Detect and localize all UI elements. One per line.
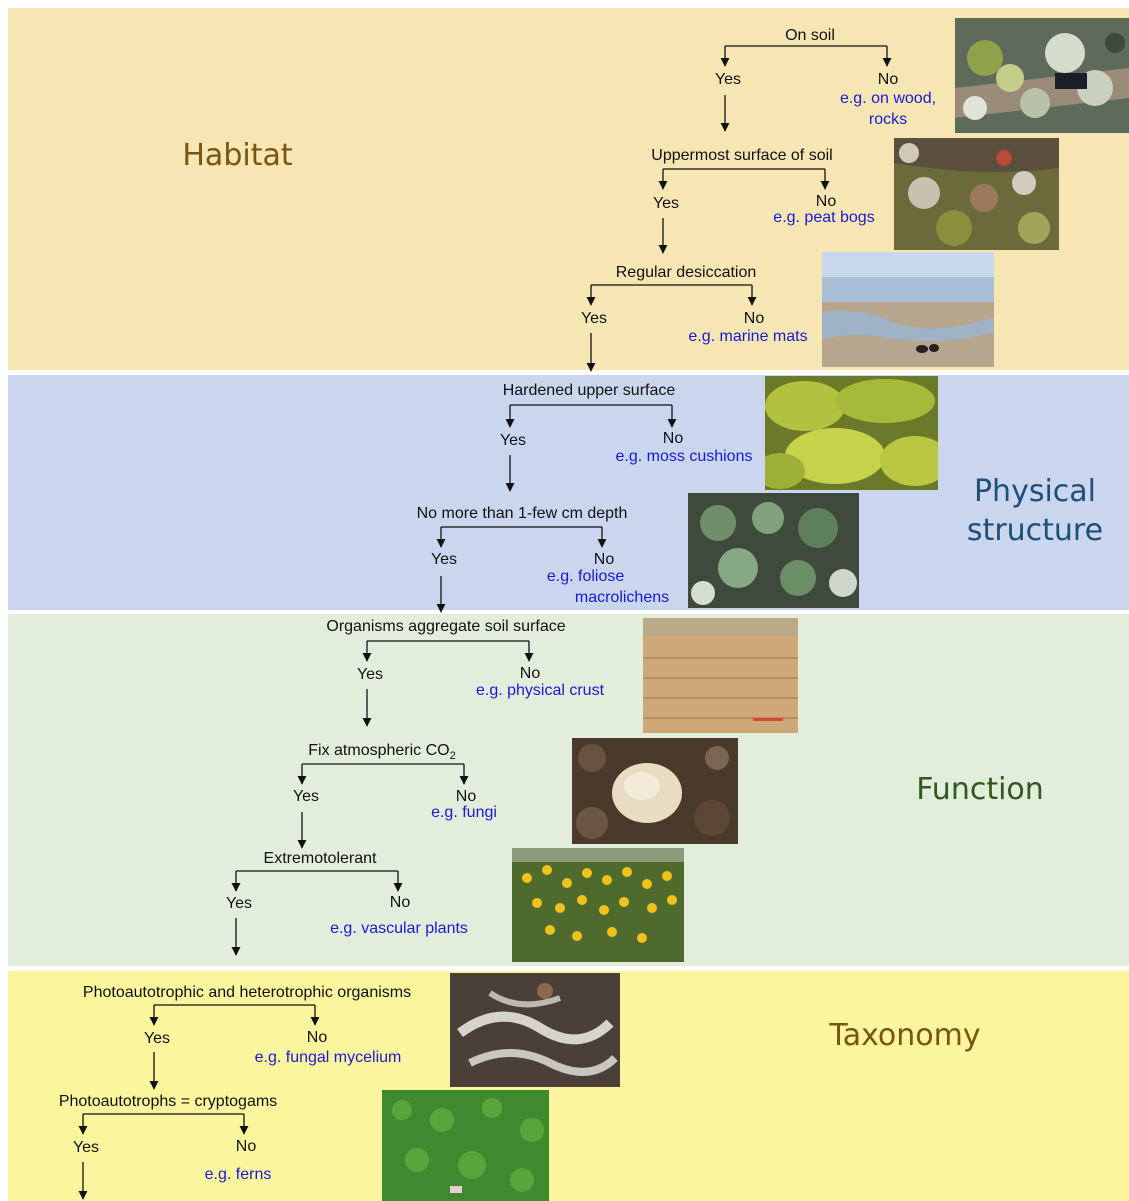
answer-no-on-soil: No (877, 71, 899, 88)
example-hardened-surface: e.g. moss cushions (616, 447, 753, 468)
answer-no-extremotolerant: No (389, 894, 411, 911)
section-label-function: Function (916, 772, 1044, 807)
photo-puffball-fungus (572, 738, 738, 844)
photo-peat-bog (894, 138, 1059, 250)
question-text: Fix atmospheric CO (308, 742, 450, 759)
example-line: e.g. ferns (204, 1166, 272, 1183)
answer-no-hardened-surface: No (662, 430, 684, 447)
question-extremotolerant: Extremotolerant (263, 850, 377, 867)
question-hardened-surface: Hardened upper surface (502, 382, 676, 399)
physical-structure-band (8, 375, 1129, 610)
answer-yes-hardened-surface: Yes (499, 432, 527, 449)
example-line: e.g. fungi (431, 804, 497, 821)
example-cryptogams: e.g. ferns (205, 1165, 272, 1186)
answer-no-fix-co2: No (455, 788, 477, 805)
example-line: e.g. peat bogs (773, 209, 875, 226)
example-aggregate: e.g. physical crust (476, 681, 604, 702)
example-line: rocks (868, 110, 908, 128)
section-label-physical-line2: structure (966, 513, 1104, 548)
question-uppermost-surface: Uppermost surface of soil (651, 147, 833, 164)
photo-lichen-on-wood (955, 18, 1129, 133)
question-aggregate: Organisms aggregate soil surface (326, 618, 566, 635)
answer-yes-aggregate: Yes (356, 666, 384, 683)
question-cryptogams: Photoautotrophs = cryptogams (58, 1093, 278, 1110)
photo-moss-cushion (765, 376, 938, 490)
answer-yes-cryptogams: Yes (72, 1139, 100, 1156)
section-label-physical-structure: Physical structure (940, 472, 1129, 550)
section-label-taxonomy: Taxonomy (829, 1018, 981, 1053)
example-line: macrolichens (574, 588, 670, 606)
example-line: e.g. vascular plants (330, 920, 468, 937)
example-line: e.g. moss cushions (615, 448, 753, 465)
example-depth: e.g. foliose macrolichens (547, 567, 669, 609)
answer-no-photo-hetero: No (306, 1029, 328, 1046)
example-line: e.g. fungal mycelium (254, 1049, 402, 1066)
question-depth: No more than 1-few cm depth (416, 505, 628, 522)
answer-no-aggregate: No (519, 665, 541, 682)
answer-no-cryptogams: No (235, 1138, 257, 1155)
example-line: e.g. marine mats (688, 328, 808, 345)
example-uppermost-surface: e.g. peat bogs (773, 208, 874, 229)
question-on-soil: On soil (785, 27, 835, 44)
photo-marine-mat (822, 252, 994, 367)
answer-yes-fix-co2: Yes (292, 788, 320, 805)
section-label-physical-line1: Physical (973, 474, 1097, 509)
example-regular-desiccation: e.g. marine mats (688, 327, 807, 348)
example-fix-co2: e.g. fungi (431, 803, 497, 824)
example-extremotolerant: e.g. vascular plants (330, 919, 468, 940)
photo-yellow-flowers (512, 848, 684, 962)
photo-foliose-lichen (688, 493, 859, 608)
question-regular-desiccation: Regular desiccation (615, 264, 757, 281)
example-on-soil: e.g. on wood, rocks (840, 89, 936, 131)
answer-yes-regular-desiccation: Yes (580, 310, 608, 327)
answer-no-uppermost-surface: No (815, 193, 837, 210)
example-line: e.g. foliose (546, 568, 625, 585)
subscript-2: 2 (449, 750, 456, 763)
answer-no-depth: No (593, 551, 615, 568)
photo-green-ground-cover (382, 1090, 549, 1201)
answer-yes-photo-hetero: Yes (143, 1030, 171, 1047)
question-fix-co2: Fix atmospheric CO2 (308, 742, 456, 762)
example-line: e.g. on wood, (839, 90, 937, 107)
answer-no-regular-desiccation: No (743, 310, 765, 327)
photo-fungal-mycelium (450, 973, 620, 1087)
example-photo-hetero: e.g. fungal mycelium (255, 1048, 402, 1069)
answer-yes-uppermost-surface: Yes (652, 195, 680, 212)
photo-physical-crust (643, 618, 798, 733)
answer-yes-extremotolerant: Yes (225, 895, 253, 912)
section-label-habitat: Habitat (182, 138, 293, 173)
answer-yes-depth: Yes (430, 551, 458, 568)
example-line: e.g. physical crust (475, 682, 605, 699)
question-photo-hetero: Photoautotrophic and heterotrophic organ… (82, 984, 412, 1001)
answer-yes-on-soil: Yes (714, 71, 742, 88)
